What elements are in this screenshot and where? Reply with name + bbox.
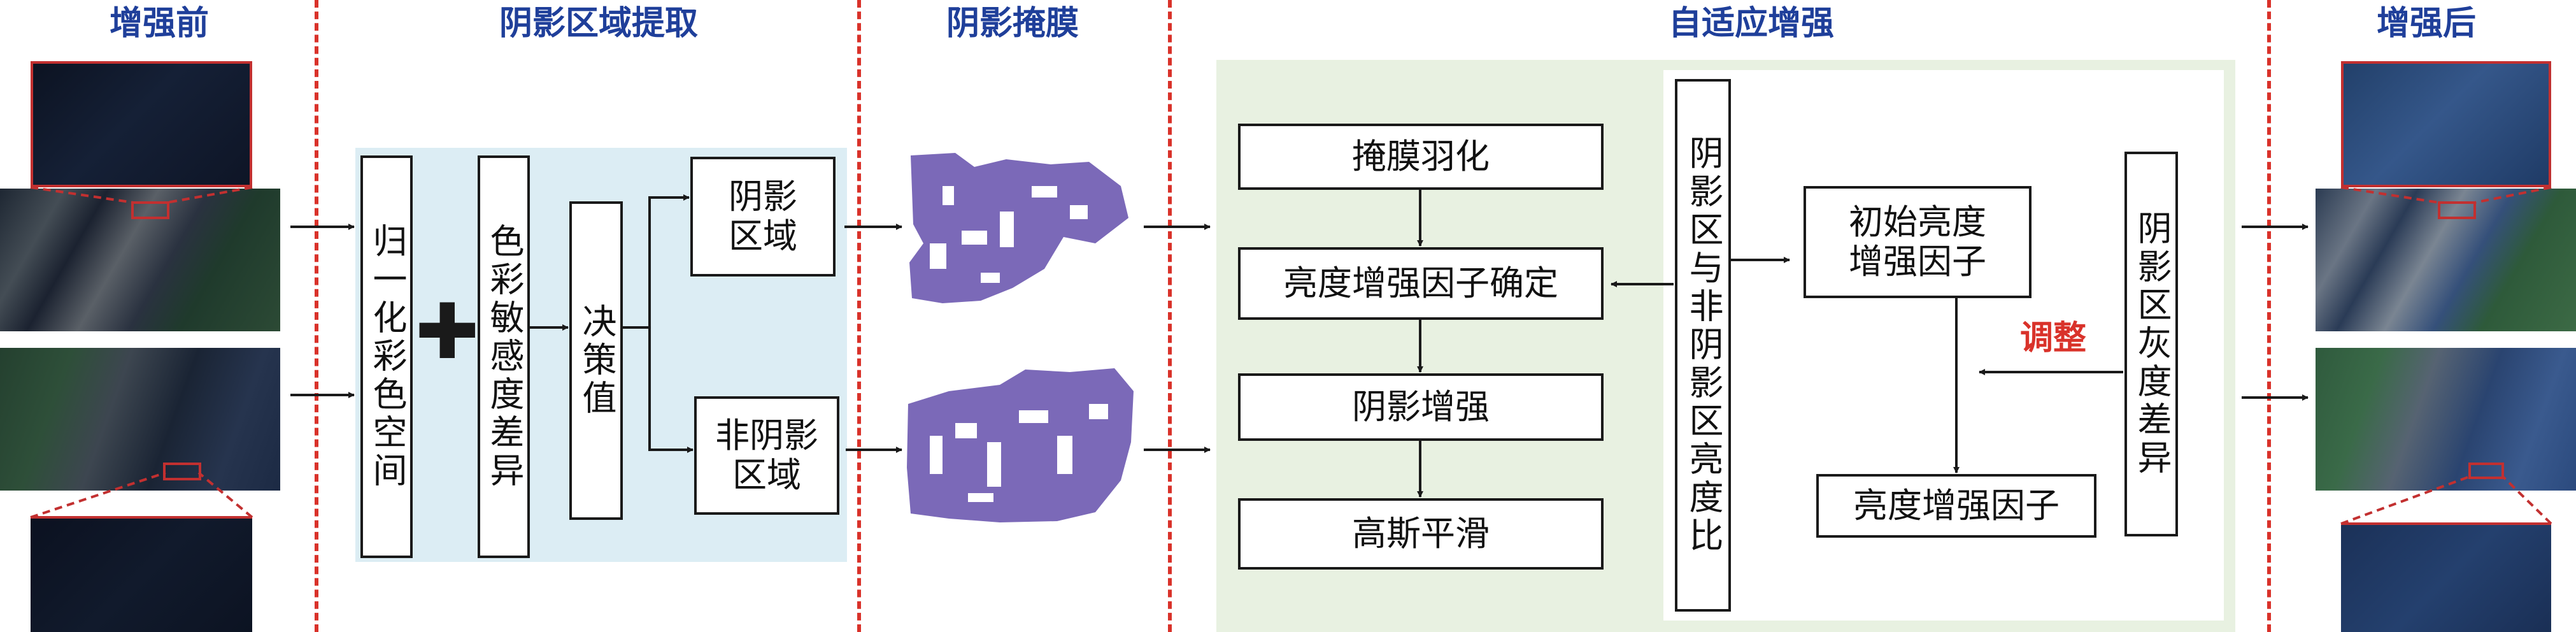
divider-4 [2267, 0, 2271, 632]
after-zoom-bottom [2341, 522, 2551, 632]
final-factor-box: 亮度增强因子 [1816, 474, 2096, 538]
after-image-bottom [2316, 348, 2576, 491]
gray-difference-box: 阴影区灰度差异 [2124, 152, 2178, 536]
normalize-color-space-box: 归一化彩色空间 [360, 155, 413, 558]
divider-1 [315, 0, 318, 632]
arrow-to-shadow [623, 194, 690, 329]
header-before: 增强前 [109, 4, 209, 43]
header-after: 增强后 [2376, 4, 2476, 43]
adjust-label: 调整 [2020, 319, 2087, 357]
color-sensitivity-box: 色彩敏感度差异 [478, 155, 530, 558]
mask-feather-box: 掩膜羽化 [1238, 124, 1604, 190]
before-zoom-bottom [31, 516, 252, 632]
header-mask: 阴影掩膜 [946, 4, 1079, 43]
after-image-top [2316, 189, 2576, 331]
after-zoom-top [2341, 61, 2551, 187]
nonshadow-region-box: 非阴影 区域 [694, 396, 839, 515]
before-image-top [0, 189, 280, 331]
decision-value-box: 决策值 [569, 201, 623, 520]
before-image-bottom [0, 348, 280, 491]
divider-3 [1168, 0, 1172, 632]
arrow-to-nonshadow [648, 327, 694, 453]
gauss-smooth-box: 高斯平滑 [1238, 498, 1604, 570]
divider-2 [857, 0, 861, 632]
before-zoom-top [31, 61, 252, 187]
shadow-region-box: 阴影 区域 [690, 157, 836, 276]
initial-factor-box: 初始亮度 增强因子 [1804, 186, 2032, 298]
header-adaptive: 自适应增强 [1668, 4, 1834, 43]
mask-image-top [904, 148, 1140, 306]
plus-icon: ✚ [415, 288, 480, 377]
brightness-ratio-box: 阴影区与非阴影区亮度比 [1675, 79, 1731, 612]
shadow-enhance-box: 阴影增强 [1238, 373, 1604, 441]
header-extraction: 阴影区域提取 [499, 4, 698, 43]
mask-image-bottom [904, 366, 1140, 524]
factor-determine-box: 亮度增强因子确定 [1238, 247, 1604, 320]
